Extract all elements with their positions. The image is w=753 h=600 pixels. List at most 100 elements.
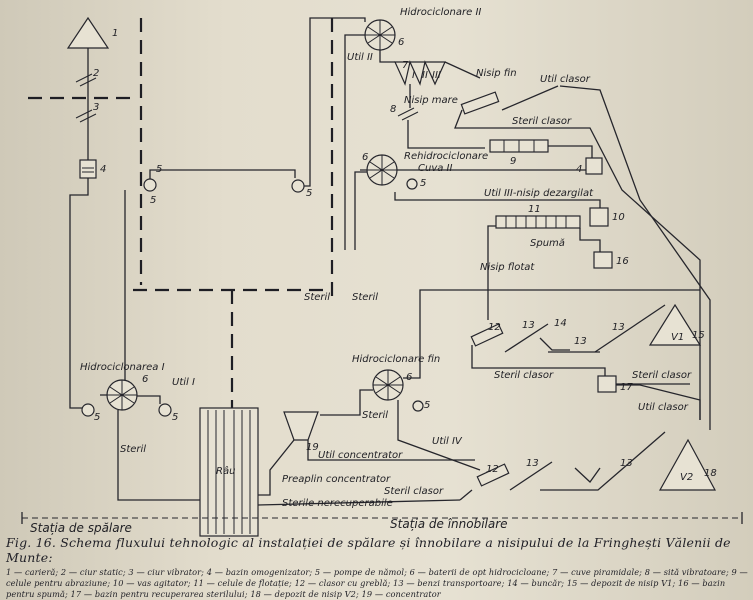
label-hidrociclonarea-i: Hidrociclonarea I — [80, 362, 165, 373]
label-hidrociclonare-fin: Hidrociclonare fin — [352, 354, 440, 365]
pump-5-fine — [412, 400, 424, 412]
bunker-14 — [539, 337, 570, 351]
label-util-concentrator: Util concentrator — [318, 450, 403, 461]
num-17: 17 — [620, 382, 633, 393]
flow-steril-clasor-top — [454, 109, 701, 420]
vibrating-screen-8 — [397, 107, 419, 121]
num-14: 14 — [554, 318, 567, 329]
flow-tank-to-pipe — [69, 178, 89, 409]
label-v1: V1 — [671, 332, 684, 343]
num-9: 9 — [510, 156, 516, 167]
foam-tank — [593, 251, 613, 269]
label-statia-innobilare: Stația de înnobilare — [390, 517, 508, 531]
depot-v1 — [648, 303, 702, 346]
concentrator — [283, 411, 319, 441]
pump-5-hc1-left — [81, 403, 95, 417]
funnel-low — [574, 467, 601, 483]
label-sterile-nerecuperabile: Sterile nerecuperabile — [282, 498, 393, 509]
num-5c: 5 — [94, 412, 100, 423]
pump-5-left — [143, 178, 157, 192]
belt-top — [501, 85, 559, 111]
num-16: 16 — [616, 256, 629, 267]
num-13e: 13 — [620, 458, 633, 469]
label-rehidrociclonare: Rehidrociclonare — [404, 151, 488, 162]
num-12a: 12 — [488, 322, 501, 333]
flow-to-hc2 — [304, 17, 366, 187]
tank-4-right — [585, 157, 603, 175]
flow-spuma — [579, 228, 601, 252]
num-iii: III — [432, 70, 441, 81]
num-13d: 13 — [526, 458, 539, 469]
label-steril-left: Steril — [304, 292, 330, 303]
belt-13e — [540, 431, 666, 491]
label-util-iv: Util IV — [432, 436, 463, 447]
label-hidrociclonare-ii: Hidrociclonare II — [400, 7, 481, 18]
flow-abraziune-out — [548, 145, 593, 160]
num-6d: 6 — [406, 372, 412, 383]
label-steril-clasor-top: Steril clasor — [512, 116, 572, 127]
num-1: 1 — [112, 28, 118, 39]
label-util-iii: Util III-nisip dezargilat — [484, 188, 594, 199]
label-nisip-mare: Nisip mare — [404, 95, 458, 106]
tank-4-hatch — [82, 167, 94, 173]
abrasion-cells-dividers — [503, 140, 535, 152]
belt-13d — [509, 461, 553, 491]
flow-util-iii — [394, 192, 601, 210]
num-10: 10 — [612, 212, 625, 223]
num-5f: 5 — [424, 400, 430, 411]
label-steril-clasor-low: Steril clasor — [384, 486, 444, 497]
num-13b: 13 — [574, 336, 587, 347]
num-12b: 12 — [486, 464, 499, 475]
pyramidal-tanks — [394, 60, 446, 86]
label-spuma: Spumă — [530, 238, 565, 249]
label-util-clasor-top: Util clasor — [540, 74, 591, 85]
label-util-clasor-mid: Util clasor — [638, 402, 689, 413]
num-5a: 5 — [150, 195, 156, 206]
num-ii: II — [422, 70, 428, 81]
num-5d: 5 — [172, 412, 178, 423]
river — [199, 407, 259, 537]
num-4b: 4 — [576, 164, 582, 175]
num-4: 4 — [100, 164, 106, 175]
label-v2: V2 — [680, 472, 693, 483]
num-13a: 13 — [522, 320, 535, 331]
label-steril-clasor-mid2: Steril clasor — [632, 370, 692, 381]
river-hatch — [207, 410, 251, 534]
label-util-i: Util I — [172, 377, 195, 388]
caption-legend: 1 — carieră; 2 — ciur static; 3 — ciur v… — [6, 567, 748, 599]
flow-fine-steril — [320, 389, 373, 416]
belt-13c — [594, 304, 666, 353]
flow-util-clasor-top — [559, 85, 711, 430]
flow-hc2-steril — [344, 34, 365, 250]
num-5b: 5 — [306, 188, 312, 199]
flow-preaplin — [258, 439, 295, 496]
pump-5-top — [291, 179, 305, 193]
flow-util-concentrator — [307, 440, 475, 461]
num-3: 3 — [93, 102, 99, 113]
num-11: 11 — [528, 204, 541, 215]
flow-sterile-nerecuperabile — [257, 499, 461, 506]
depot-v2 — [658, 438, 717, 491]
num-13c: 13 — [612, 322, 625, 333]
label-rau: Râu — [216, 465, 235, 477]
num-18: 18 — [704, 468, 717, 479]
label-steril-clasor-mid: Steril clasor — [494, 370, 554, 381]
num-8: 8 — [390, 104, 396, 115]
num-6b: 6 — [362, 152, 368, 163]
num-2: 2 — [93, 68, 99, 79]
classifier-12-low — [476, 463, 510, 487]
num-6a: 6 — [398, 37, 404, 48]
flow-sita-down — [407, 120, 485, 149]
pump-5-hc1-right — [158, 403, 172, 417]
label-preaplin: Preaplin concentrator — [282, 474, 391, 485]
num-7: 7 — [402, 60, 409, 71]
hydrocyclone-i-spokes — [107, 380, 137, 410]
pump-5-rehc — [406, 178, 418, 190]
hydrocyclone-ii-spokes — [365, 20, 395, 50]
label-steril-low: Steril — [120, 444, 146, 455]
label-nisip-flotat: Nisip flotat — [480, 262, 535, 273]
recovery-tank — [597, 375, 617, 393]
flow-hc1-steril — [117, 410, 200, 501]
flow-nisip-flotat — [487, 225, 496, 320]
flow-util-clasor-mid — [616, 384, 701, 420]
